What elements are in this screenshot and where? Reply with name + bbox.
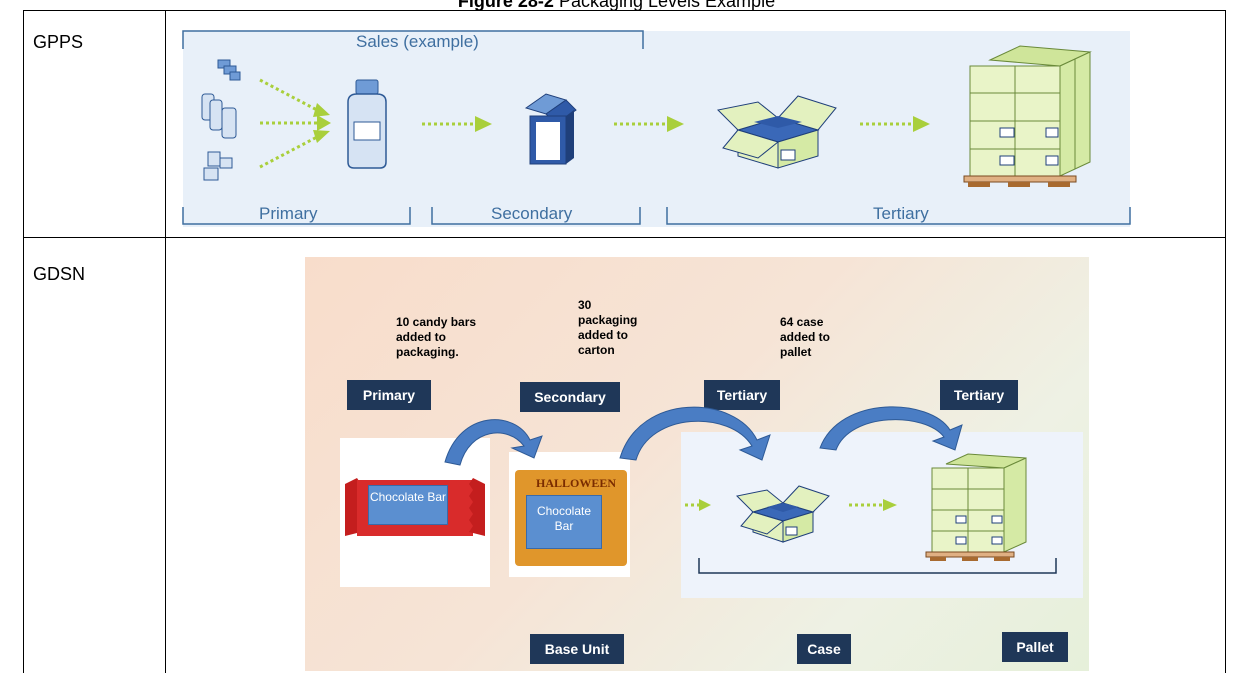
level-tertiary-case: Tertiary: [704, 380, 780, 410]
chocolate-bar-label-primary: Chocolate Bar: [368, 485, 448, 525]
note-packaging: 30 packaging added to carton: [578, 298, 638, 357]
note-case: 64 case added to pallet: [780, 315, 830, 359]
small-items-icon: [201, 59, 241, 181]
table-column-divider: [165, 10, 166, 673]
halloween-text: HALLOWEEN: [536, 476, 617, 490]
table-right-border: [1225, 10, 1226, 673]
primary-label: Primary: [259, 204, 318, 223]
arrow-carton-to-pallet: [860, 116, 930, 132]
level-tertiary-pallet: Tertiary: [940, 380, 1018, 410]
table-top-border: [23, 10, 1226, 11]
figure-caption: Figure 28-2 Packaging Levels Example: [0, 0, 1233, 12]
chocolate-bar-label-secondary: Chocolate Bar: [526, 495, 602, 549]
arrow-box-to-carton: [614, 116, 684, 132]
secondary-box-icon: [524, 93, 577, 165]
level-secondary: Secondary: [520, 382, 620, 412]
gdsn-tertiary-illustration: [685, 453, 1057, 574]
table-left-border: [23, 10, 24, 673]
caption-text: Packaging Levels Example: [558, 0, 776, 11]
bottle-icon: [347, 79, 387, 169]
pallet-icon: [963, 45, 1092, 187]
secondary-label: Secondary: [491, 204, 573, 223]
unit-pallet: Pallet: [1002, 632, 1068, 662]
green-arrows-to-bottle: [259, 78, 331, 169]
row-label-gpps: GPPS: [33, 32, 84, 52]
open-carton-icon: [716, 95, 837, 169]
note-candy-bars: 10 candy bars added to packaging.: [396, 315, 477, 359]
unit-base-unit: Base Unit: [530, 634, 624, 664]
unit-case: Case: [797, 634, 851, 664]
table-row-divider: [23, 237, 1226, 238]
row-label-gdsn: GDSN: [33, 264, 86, 284]
level-primary: Primary: [347, 380, 431, 410]
caption-number: Figure 28-2: [457, 0, 554, 11]
arrow-bottle-to-box: [422, 116, 492, 132]
tertiary-label: Tertiary: [873, 204, 929, 223]
sales-label: Sales (example): [356, 32, 479, 51]
